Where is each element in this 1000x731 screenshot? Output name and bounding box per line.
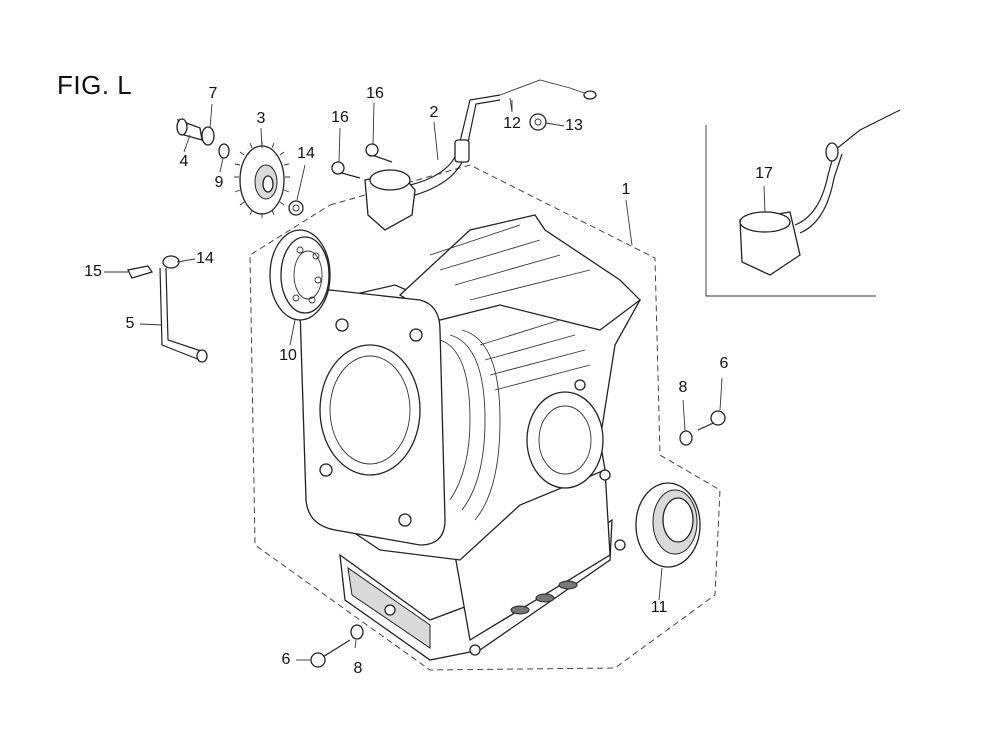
callout-3: 3	[256, 110, 266, 127]
callout-13: 13	[565, 117, 583, 134]
nut-13	[529, 113, 547, 131]
washer-14b	[162, 255, 180, 269]
oil-seal-11	[635, 482, 701, 568]
governor-pin-4	[176, 118, 203, 141]
callout-6-right: 6	[719, 355, 729, 372]
callout-16-top: 16	[366, 85, 384, 102]
figure-title: FIG. L	[57, 70, 133, 100]
oil-level-switch-17	[739, 109, 901, 276]
callout-1: 1	[621, 181, 631, 198]
assembly-boundary	[249, 164, 721, 671]
bearing-10	[269, 229, 331, 321]
callout-5: 5	[125, 315, 135, 332]
callout-17: 17	[755, 165, 773, 182]
leader-lines	[104, 100, 766, 661]
washer-8-bottom	[350, 624, 364, 640]
callout-11: 11	[650, 599, 668, 616]
callout-10: 10	[279, 347, 297, 364]
callout-15: 15	[84, 263, 102, 280]
callout-2: 2	[429, 104, 439, 121]
callout-12: 12	[503, 115, 521, 132]
callout-8-bottom: 8	[353, 660, 363, 677]
clip-15	[127, 265, 154, 279]
callout-8-right: 8	[678, 379, 688, 396]
bolt-6-right	[697, 410, 726, 431]
bolt-6-bottom	[310, 639, 351, 668]
bolt-16a	[365, 143, 393, 163]
callout-7: 7	[208, 85, 218, 102]
callout-6-bottom: 6	[281, 651, 291, 668]
callout-4: 4	[179, 153, 189, 170]
washer-8-right	[679, 430, 693, 446]
callout-16-left: 16	[331, 109, 349, 126]
clip-9	[218, 143, 230, 159]
callout-14-top: 14	[297, 145, 315, 162]
inset-frame	[705, 125, 876, 297]
washer-14a	[288, 200, 304, 216]
washer-7	[201, 126, 215, 146]
oil-level-switch-2	[364, 79, 597, 231]
governor-gear-3	[234, 141, 290, 218]
callout-9: 9	[214, 174, 224, 191]
cylinder-block	[299, 214, 641, 661]
governor-shaft-5	[159, 267, 201, 361]
bolt-16b	[331, 161, 361, 179]
callout-14-left: 14	[196, 250, 214, 267]
